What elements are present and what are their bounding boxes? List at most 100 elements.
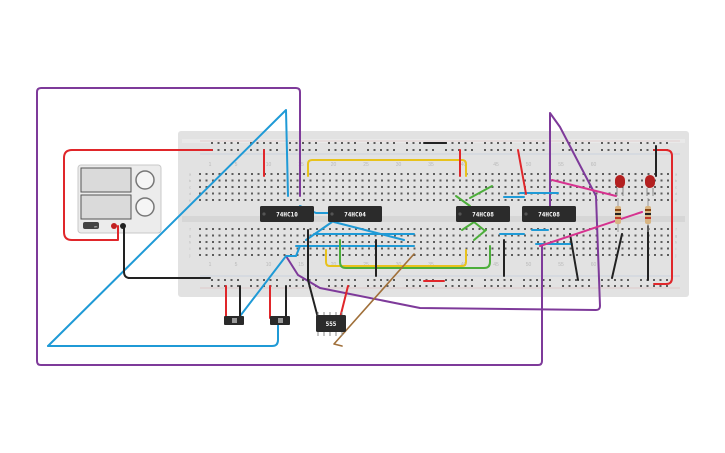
- breadboard-hole[interactable]: [342, 173, 344, 175]
- breadboard-hole[interactable]: [394, 173, 396, 175]
- breadboard-hole[interactable]: [412, 279, 415, 281]
- slide-switch-1[interactable]: [224, 316, 244, 325]
- breadboard-hole[interactable]: [667, 228, 669, 230]
- breadboard-hole[interactable]: [231, 234, 234, 237]
- breadboard-hole[interactable]: [238, 199, 240, 201]
- breadboard-hole[interactable]: [595, 173, 598, 175]
- breadboard-hole[interactable]: [348, 199, 351, 201]
- breadboard-hole[interactable]: [296, 179, 299, 182]
- breadboard-hole[interactable]: [667, 254, 669, 256]
- breadboard-hole[interactable]: [381, 247, 383, 250]
- breadboard-hole[interactable]: [511, 186, 513, 188]
- led-2[interactable]: [645, 175, 655, 196]
- breadboard-hole[interactable]: [386, 285, 389, 287]
- breadboard-hole[interactable]: [511, 173, 513, 175]
- breadboard-hole[interactable]: [575, 279, 577, 281]
- breadboard-hole[interactable]: [277, 179, 279, 182]
- breadboard-hole[interactable]: [464, 142, 467, 144]
- breadboard-hole[interactable]: [290, 241, 292, 243]
- breadboard-hole[interactable]: [381, 234, 383, 237]
- breadboard-hole[interactable]: [413, 186, 416, 188]
- breadboard-hole[interactable]: [342, 186, 344, 188]
- breadboard-hole[interactable]: [302, 279, 304, 281]
- breadboard-hole[interactable]: [641, 199, 643, 201]
- breadboard-hole[interactable]: [485, 179, 487, 182]
- breadboard-hole[interactable]: [316, 173, 318, 175]
- breadboard-hole[interactable]: [342, 247, 344, 250]
- breadboard-hole[interactable]: [413, 173, 416, 175]
- breadboard-hole[interactable]: [212, 241, 214, 243]
- breadboard-hole[interactable]: [380, 285, 382, 287]
- breadboard-hole[interactable]: [523, 149, 525, 151]
- breadboard-hole[interactable]: [615, 199, 617, 201]
- breadboard-hole[interactable]: [452, 247, 455, 250]
- wire-green-5[interactable]: [455, 195, 471, 207]
- breadboard-hole[interactable]: [491, 228, 494, 230]
- breadboard-hole[interactable]: [660, 247, 663, 250]
- breadboard-hole[interactable]: [582, 241, 585, 243]
- breadboard-hole[interactable]: [342, 179, 344, 182]
- breadboard-hole[interactable]: [529, 142, 532, 144]
- breadboard-hole[interactable]: [302, 149, 304, 151]
- breadboard-hole[interactable]: [498, 234, 500, 237]
- breadboard-hole[interactable]: [634, 234, 637, 237]
- breadboard-hole[interactable]: [530, 199, 533, 201]
- breadboard-hole[interactable]: [667, 192, 669, 195]
- breadboard-hole[interactable]: [322, 179, 325, 182]
- breadboard-hole[interactable]: [400, 173, 403, 175]
- breadboard-hole[interactable]: [511, 192, 513, 195]
- breadboard-hole[interactable]: [439, 241, 442, 243]
- breadboard-hole[interactable]: [511, 199, 513, 201]
- breadboard-hole[interactable]: [595, 186, 598, 188]
- breadboard-hole[interactable]: [394, 186, 396, 188]
- breadboard-hole[interactable]: [217, 285, 220, 287]
- breadboard-hole[interactable]: [465, 199, 468, 201]
- breadboard-hole[interactable]: [309, 234, 312, 237]
- breadboard-hole[interactable]: [432, 149, 434, 151]
- breadboard-hole[interactable]: [218, 192, 221, 195]
- breadboard-hole[interactable]: [212, 199, 214, 201]
- breadboard-hole[interactable]: [659, 285, 662, 287]
- breadboard-hole[interactable]: [316, 228, 318, 230]
- breadboard-hole[interactable]: [491, 173, 494, 175]
- breadboard-hole[interactable]: [205, 173, 208, 175]
- breadboard-hole[interactable]: [472, 199, 474, 201]
- breadboard-hole[interactable]: [432, 285, 434, 287]
- breadboard-hole[interactable]: [283, 228, 286, 230]
- breadboard-hole[interactable]: [433, 228, 435, 230]
- breadboard-hole[interactable]: [387, 247, 390, 250]
- breadboard-hole[interactable]: [446, 186, 448, 188]
- breadboard-hole[interactable]: [257, 247, 260, 250]
- breadboard-hole[interactable]: [347, 149, 350, 151]
- breadboard-hole[interactable]: [328, 142, 330, 144]
- breadboard-hole[interactable]: [394, 192, 396, 195]
- slide-switch-2[interactable]: [270, 316, 290, 325]
- breadboard-hole[interactable]: [504, 199, 507, 201]
- breadboard-hole[interactable]: [264, 186, 266, 188]
- breadboard-hole[interactable]: [302, 142, 304, 144]
- breadboard-hole[interactable]: [452, 234, 455, 237]
- breadboard-hole[interactable]: [303, 254, 305, 256]
- breadboard-hole[interactable]: [459, 241, 461, 243]
- breadboard-hole[interactable]: [380, 142, 382, 144]
- breadboard-hole[interactable]: [602, 186, 604, 188]
- breadboard-hole[interactable]: [524, 199, 526, 201]
- breadboard-hole[interactable]: [355, 254, 357, 256]
- breadboard-hole[interactable]: [289, 279, 291, 281]
- breadboard-hole[interactable]: [283, 173, 286, 175]
- breadboard-hole[interactable]: [244, 192, 247, 195]
- breadboard-hole[interactable]: [251, 228, 253, 230]
- breadboard-hole[interactable]: [400, 192, 403, 195]
- breadboard-hole[interactable]: [205, 241, 208, 243]
- positive-terminal[interactable]: [111, 223, 117, 229]
- breadboard-hole[interactable]: [205, 228, 208, 230]
- breadboard-hole[interactable]: [498, 173, 500, 175]
- breadboard-hole[interactable]: [640, 149, 642, 151]
- breadboard-hole[interactable]: [212, 173, 214, 175]
- breadboard-hole[interactable]: [503, 142, 506, 144]
- breadboard-hole[interactable]: [504, 186, 507, 188]
- breadboard-hole[interactable]: [517, 173, 520, 175]
- breadboard-hole[interactable]: [529, 149, 532, 151]
- breadboard-hole[interactable]: [446, 228, 448, 230]
- breadboard-hole[interactable]: [238, 234, 240, 237]
